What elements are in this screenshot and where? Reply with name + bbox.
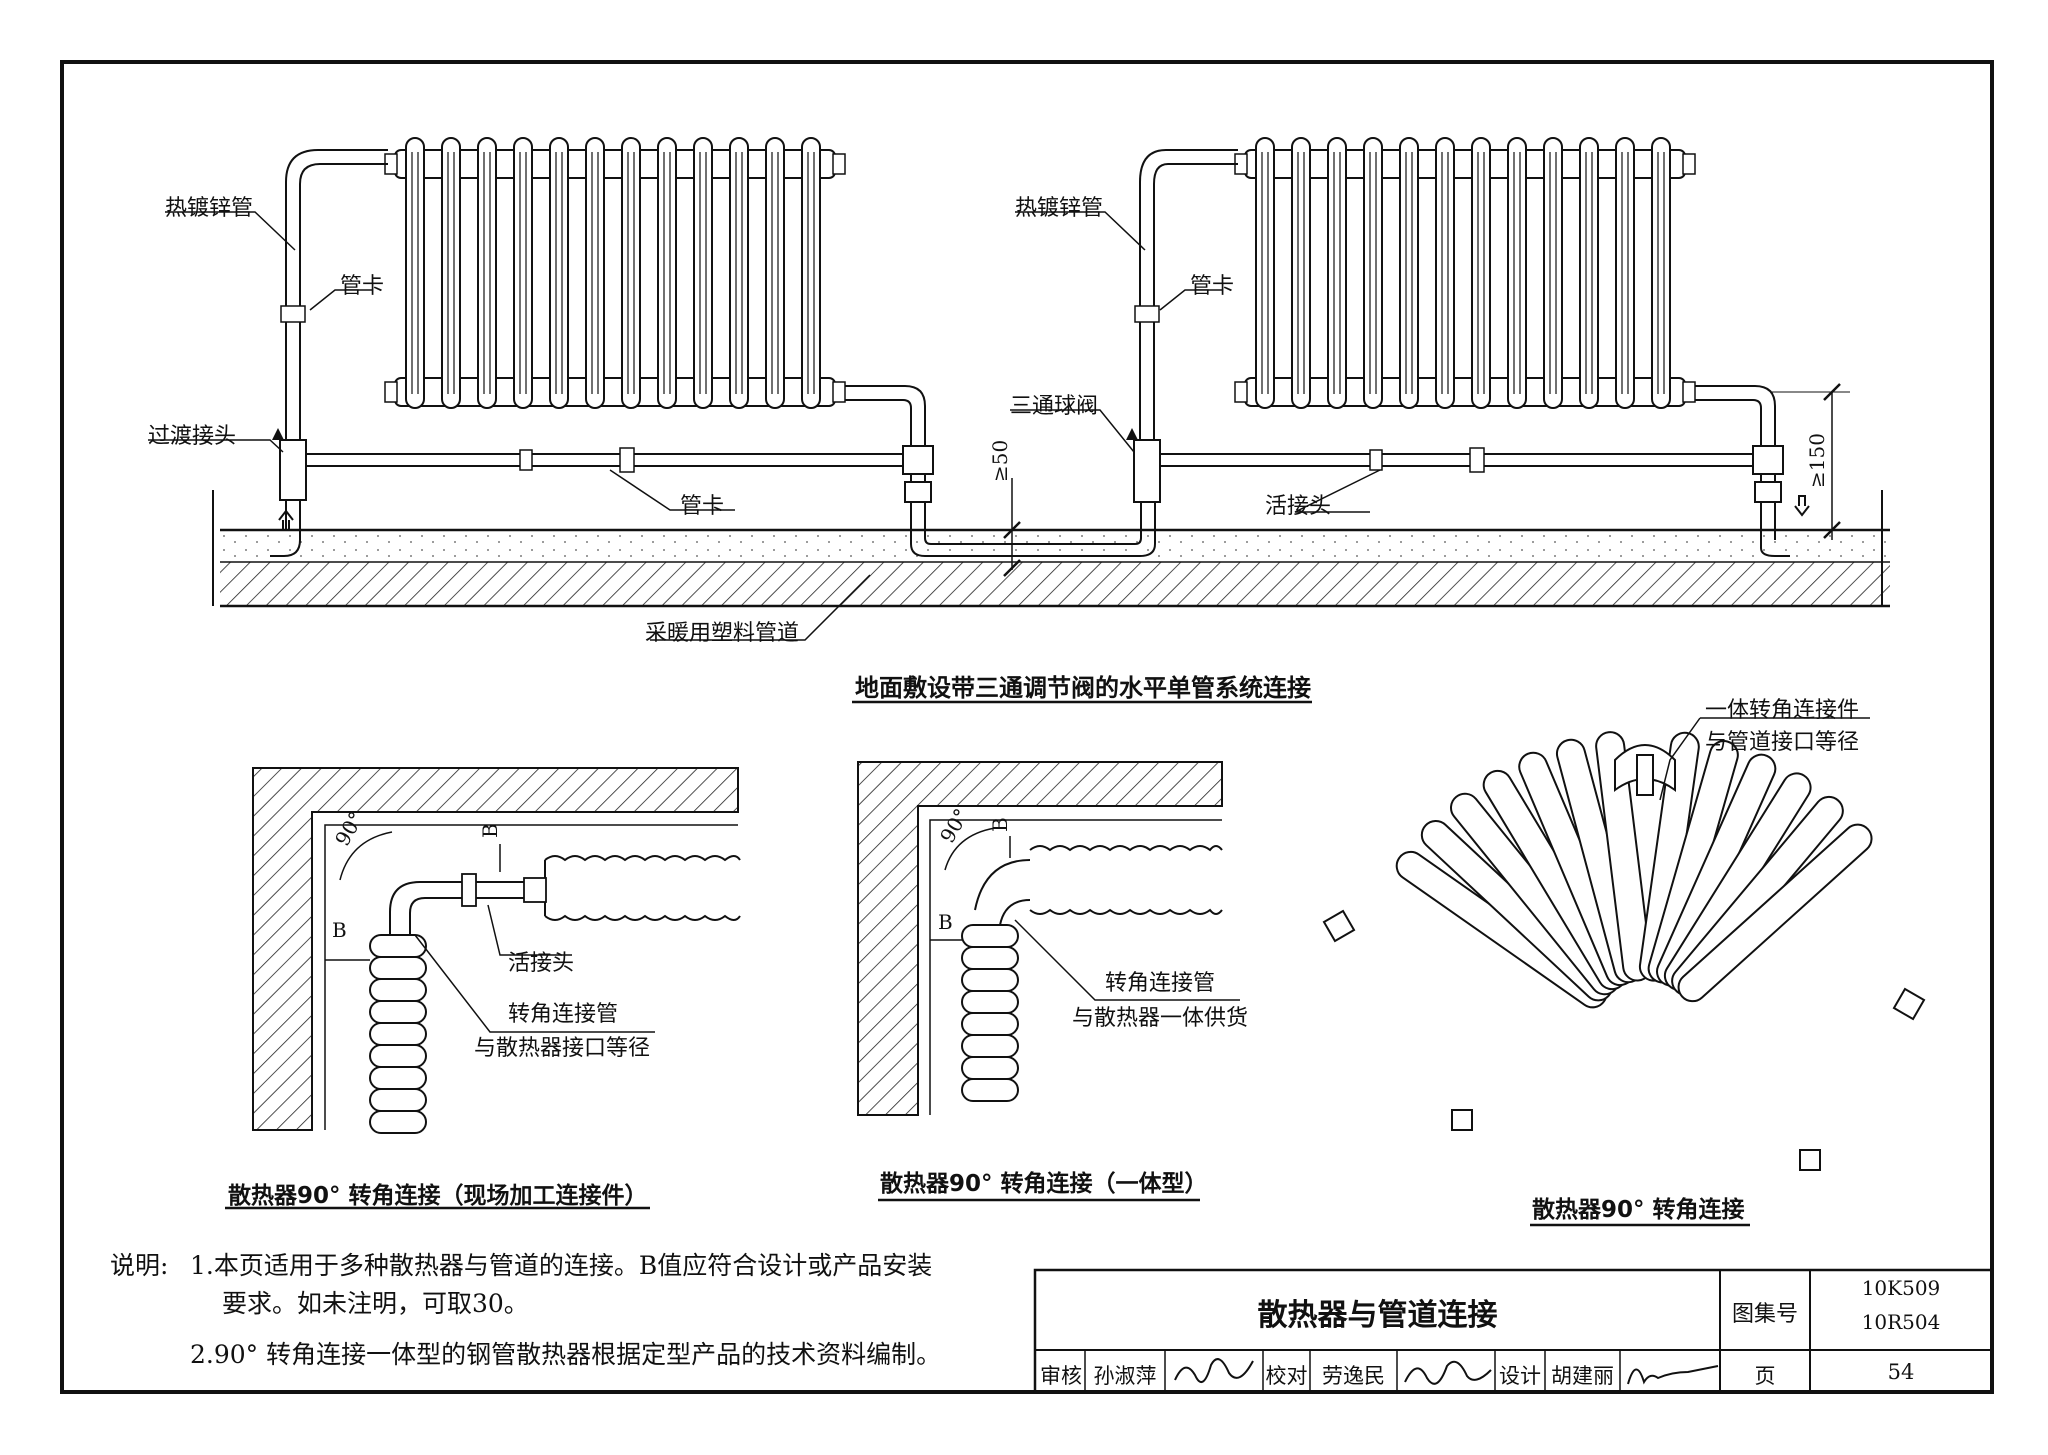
corner-3d-title: 散热器90° 转角连接 <box>1532 1197 1745 1223</box>
dim-ge150: ≥150 <box>1805 433 1829 488</box>
title-block-review-label: 审核 <box>1040 1364 1082 1388</box>
corner-field-note-2: 与散热器接口等径 <box>474 1036 651 1061</box>
corner-3d-note-2: 与管道接口等径 <box>1705 730 1860 755</box>
corner-3d-note-1: 一体转角连接件 <box>1705 698 1860 723</box>
corner-integral-title: 散热器90° 转角连接（一体型） <box>880 1171 1208 1197</box>
title-block-design-label: 设计 <box>1499 1364 1541 1388</box>
corner-integral-note-2: 与散热器一体供货 <box>1072 1006 1249 1031</box>
title-block-checker: 劳逸民 <box>1322 1364 1385 1388</box>
title-block-reviewer: 孙淑萍 <box>1093 1364 1157 1388</box>
label-pipe-clamp-right: 管卡 <box>1190 274 1235 299</box>
notes-prefix: 说明: <box>110 1251 169 1280</box>
notes-item1-line1: 1.本页适用于多种散热器与管道的连接。B值应符合设计或产品安装 <box>190 1251 933 1280</box>
label-pipe-clamp-left: 管卡 <box>340 274 385 299</box>
top-drawing <box>148 137 1890 704</box>
label-transition-joint: 过渡接头 <box>148 424 237 449</box>
label-galv-pipe-left: 热镀锌管 <box>165 196 254 221</box>
corner-field-title: 散热器90° 转角连接（现场加工连接件） <box>228 1183 648 1209</box>
title-block-designer: 胡建丽 <box>1551 1364 1614 1388</box>
title-block <box>1033 1268 1994 1394</box>
label-galv-pipe-right: 热镀锌管 <box>1015 196 1104 221</box>
label-plastic-pipe: 采暖用塑料管道 <box>645 621 800 646</box>
label-three-way-ball-valve: 三通球阀 <box>1010 394 1099 419</box>
corner-field-union: 活接头 <box>508 951 575 976</box>
title-block-atlas-no-2: 10R504 <box>1861 1310 1941 1334</box>
title-block-atlas-no-1: 10K509 <box>1861 1276 1941 1300</box>
corner-3d-drawing <box>1322 717 1926 1227</box>
title-block-page-no: 54 <box>1887 1360 1915 1384</box>
title-block-title: 散热器与管道连接 <box>1257 1298 1498 1333</box>
corner-integral-note-1: 转角连接管 <box>1105 971 1216 996</box>
corner-field-drawing <box>225 767 741 1210</box>
title-block-atlas-label: 图集号 <box>1731 1302 1798 1327</box>
dim-ge50: ≥50 <box>988 439 1012 482</box>
radiator-right <box>1126 137 1810 557</box>
label-pipe-clamp-bottom: 管卡 <box>680 494 725 519</box>
top-drawing-title: 地面敷设带三通调节阀的水平单管系统连接 <box>855 674 1311 702</box>
corner-integral-b-horizontal: B <box>988 817 1012 832</box>
title-block-page-label: 页 <box>1754 1364 1776 1388</box>
corner-field-b-horizontal: B <box>478 823 502 838</box>
corner-field-b-vertical: B <box>332 918 347 942</box>
corner-integral-b-vertical: B <box>938 910 953 934</box>
label-union-top: 活接头 <box>1265 494 1332 519</box>
corner-integral-drawing <box>857 761 1240 1202</box>
sheet-border <box>60 60 1994 1394</box>
notes-item2: 2.90° 转角连接一体型的钢管散热器根据定型产品的技术资料编制。 <box>190 1340 942 1369</box>
corner-field-note-1: 转角连接管 <box>508 1002 619 1027</box>
radiator-left <box>270 137 934 557</box>
title-block-check-label: 校对 <box>1265 1364 1308 1388</box>
notes-item1-line2: 要求。如未注明，可取30。 <box>222 1289 529 1318</box>
